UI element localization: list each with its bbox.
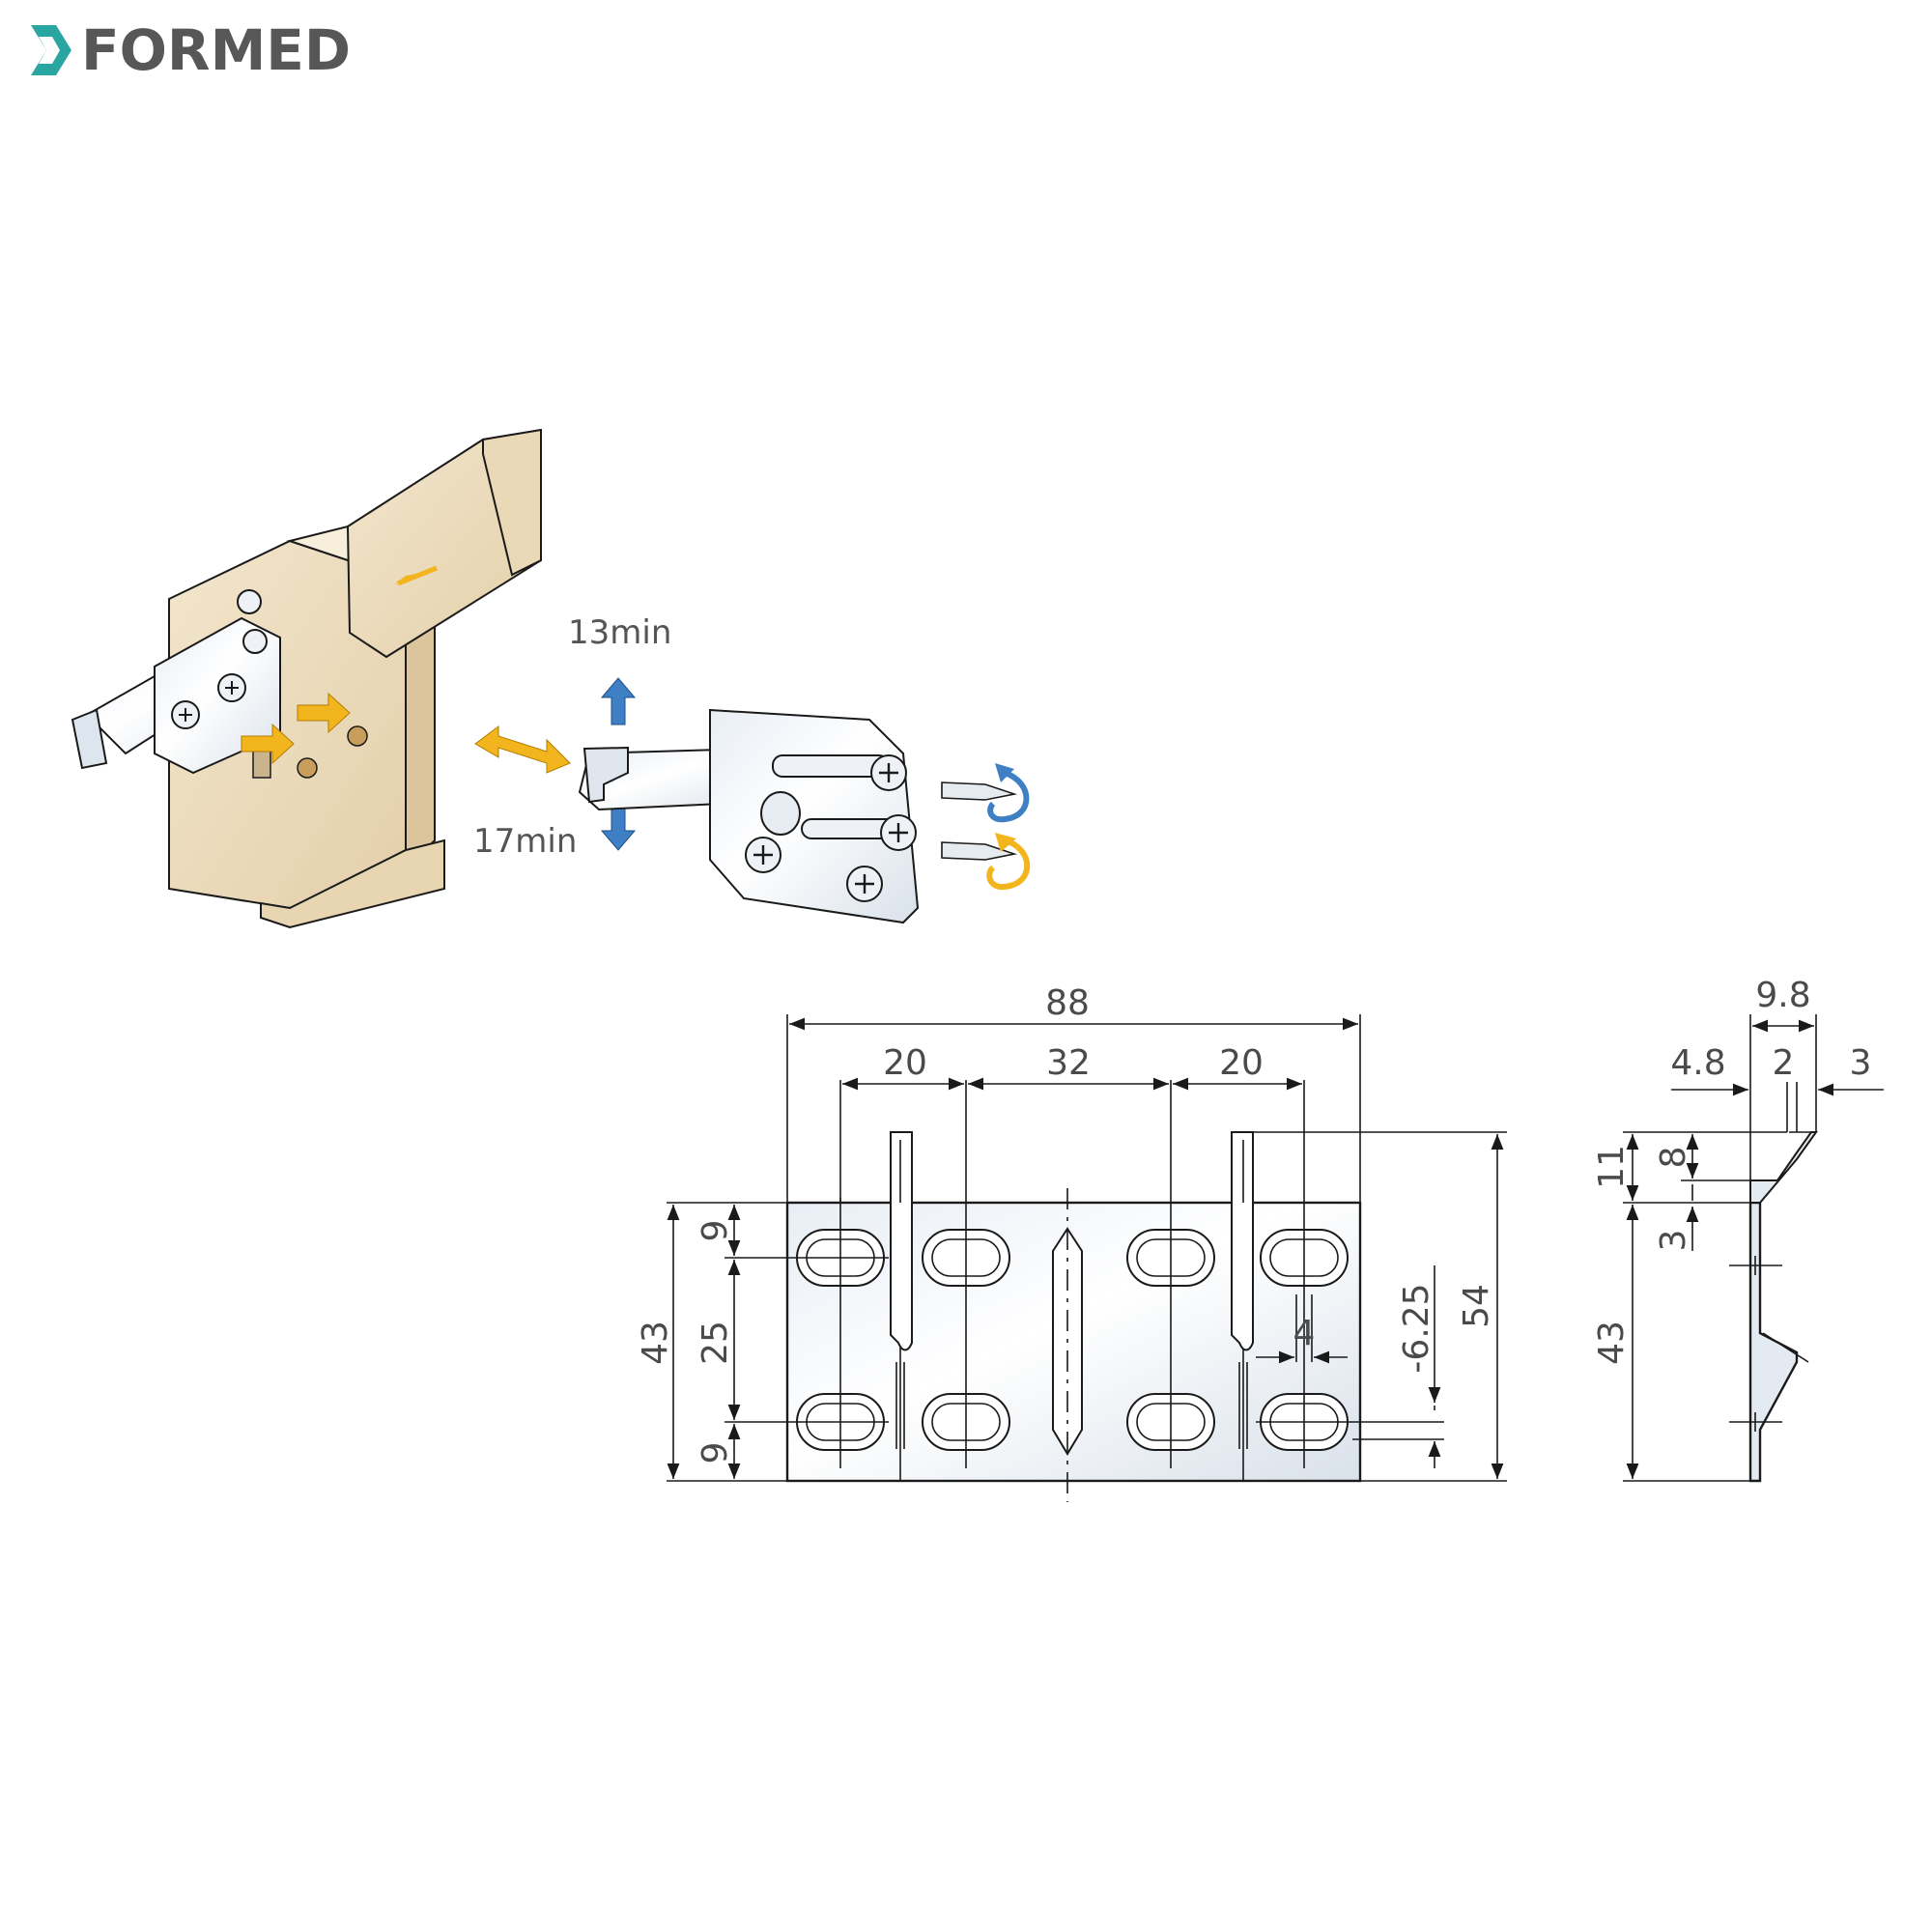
dim-side-depth-left: 4.8 <box>1670 1043 1725 1083</box>
dim-offset: -6.25 <box>1397 1283 1436 1373</box>
side-view-drawing: 9.8 4.8 2 3 11 43 8 3 <box>1592 976 1884 1483</box>
double-arrow-icon <box>474 725 571 774</box>
detached-hinge <box>578 708 920 924</box>
mounted-hinge <box>71 589 281 775</box>
dim-side-hook-height: 11 <box>1592 1145 1632 1189</box>
dim-side-hook-inner: 8 <box>1654 1147 1693 1169</box>
adjust-screwdriver-icons <box>941 763 1031 891</box>
installation-illustration: 13min 17min <box>71 428 1031 929</box>
dim-margin-bottom: 9 <box>696 1442 735 1464</box>
dim-spacing-left: 20 <box>883 1043 927 1083</box>
clearance-top-label: 13min <box>568 613 671 652</box>
dim-side-thickness: 2 <box>1773 1043 1795 1083</box>
dim-slot-spacing: 25 <box>696 1321 735 1365</box>
dim-spacing-right: 20 <box>1219 1043 1264 1083</box>
dim-side-total-depth: 9.8 <box>1755 976 1810 1015</box>
dim-side-gap: 3 <box>1654 1230 1693 1252</box>
logo-text: FORMED <box>81 17 351 83</box>
dim-side-depth-right: 3 <box>1850 1043 1872 1083</box>
dim-overall-width: 88 <box>1045 983 1090 1023</box>
insert-arrows <box>241 692 351 765</box>
dim-plate-height: 43 <box>636 1321 675 1365</box>
dim-margin-top: 9 <box>696 1220 735 1242</box>
dim-spacing-center: 32 <box>1046 1043 1091 1083</box>
door-panel <box>346 428 542 659</box>
dim-side-plate-height: 43 <box>1592 1321 1632 1365</box>
clearance-bottom-label: 17min <box>473 822 577 861</box>
side-profile <box>1748 1201 1799 1483</box>
brand-logo: FORMED <box>31 17 351 83</box>
dim-slot-width: 4 <box>1293 1314 1316 1353</box>
dim-total-height: 54 <box>1457 1284 1496 1328</box>
front-view-drawing: 88 20 32 20 43 9 25 9 54 4 -6 <box>636 983 1507 1502</box>
